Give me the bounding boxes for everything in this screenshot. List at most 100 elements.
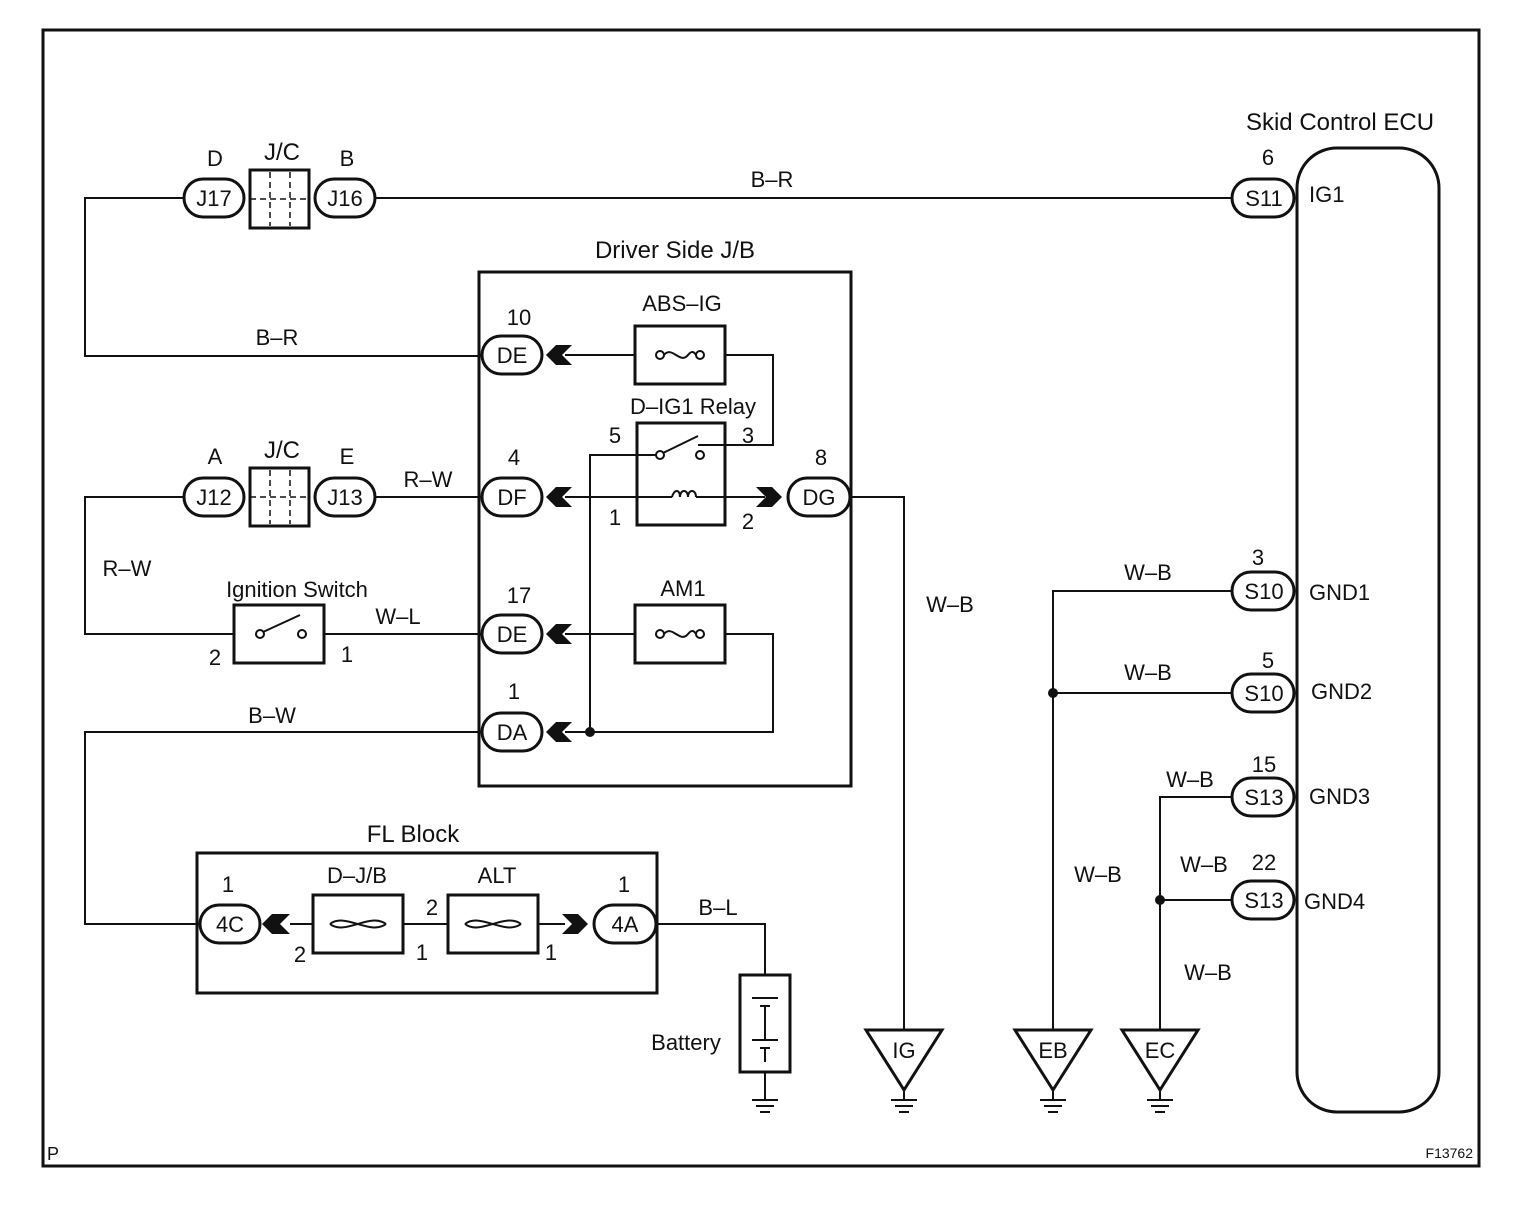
c4a-code: 4A	[612, 912, 639, 937]
ignition-switch-body	[232, 603, 326, 665]
c4a-terminal	[562, 914, 588, 934]
connector-df-4: 4 DF	[480, 445, 572, 518]
relay-pin-1: 1	[609, 505, 621, 530]
c4c-terminal	[262, 914, 290, 934]
wire-dg-ig-ground	[850, 496, 905, 1030]
wire-4a-battery	[656, 923, 766, 975]
fuse-abs-ig: ABS–IG	[633, 291, 727, 386]
wire-am1-da	[565, 633, 774, 733]
df4-body	[480, 476, 544, 518]
abs-ig-body	[633, 324, 727, 386]
ground-ig: IG	[863, 1028, 945, 1113]
s10-gnd1-pin: 3	[1252, 545, 1264, 570]
wire-j13-df-label: R–W	[404, 467, 453, 492]
relay-pin-5: 5	[609, 423, 621, 448]
ecu-title: Skid Control ECU	[1246, 109, 1434, 136]
dg8-pin: 8	[815, 445, 827, 470]
s10-gnd1-body	[1230, 570, 1296, 612]
fusible-link-alt: ALT 2 1	[426, 863, 557, 965]
driver-side-jb: Driver Side J/B	[477, 237, 853, 788]
ground-eb-label: EB	[1038, 1038, 1067, 1063]
wire-ec-wb-label: W–B	[1184, 960, 1232, 985]
battery: Battery	[651, 973, 792, 1113]
junction-connector-top: J/C D B J17 J16	[182, 139, 377, 230]
alt-label: ALT	[478, 863, 517, 888]
s11-body	[1230, 177, 1296, 219]
dg8-code: DG	[803, 485, 836, 510]
c4c-body	[198, 903, 262, 945]
wire-gnd1-eb	[1052, 590, 1232, 1030]
jc-top-title: J/C	[264, 139, 300, 166]
s10-gnd1-signal: GND1	[1309, 580, 1370, 605]
s13-gnd4-code: S13	[1244, 888, 1283, 913]
df4-code: DF	[497, 485, 526, 510]
wire-absig-relay3	[698, 354, 774, 446]
s10-gnd2-pin: 5	[1262, 648, 1274, 673]
wire-ig-wb-label: W–B	[926, 592, 974, 617]
connector-de-17: 17 DE	[480, 583, 572, 655]
s11-code: S11	[1245, 186, 1283, 211]
fuse-am1: AM1	[633, 576, 727, 665]
connector-s11: 6 S11 IG1	[1230, 145, 1344, 219]
connector-s10-gnd1: 3 S10 GND1	[1230, 545, 1370, 612]
connector-j12-label: J12	[196, 485, 231, 510]
ignition-switch: Ignition Switch 2 1	[209, 577, 368, 670]
df4-pin: 4	[508, 445, 520, 470]
fl-block-title: FL Block	[367, 821, 460, 848]
s13-gnd3-code: S13	[1244, 785, 1283, 810]
wire-ign-wl-label: W–L	[375, 604, 420, 629]
s13-gnd4-signal: GND4	[1304, 889, 1365, 914]
ignition-switch-label: Ignition Switch	[226, 577, 368, 602]
dj-b-pin-1: 1	[416, 940, 428, 965]
diagram-frame	[41, 28, 1481, 1168]
skid-control-ecu: Skid Control ECU	[1246, 109, 1441, 1114]
de17-body	[480, 613, 544, 655]
da1-code: DA	[497, 720, 528, 745]
s10-gnd2-code: S10	[1244, 681, 1283, 706]
alt-pin-2: 2	[426, 895, 438, 920]
ignition-pin-2: 2	[209, 645, 221, 670]
da1-pin: 1	[508, 679, 520, 704]
s13-gnd3-pin: 15	[1252, 752, 1276, 777]
df4-terminal	[546, 487, 572, 507]
wire-gnd3-wb-label: W–B	[1166, 767, 1214, 792]
c4c-code: 4C	[216, 912, 244, 937]
driver-jb-box	[477, 270, 853, 788]
am1-label: AM1	[660, 576, 705, 601]
de17-terminal	[546, 624, 572, 644]
wire-gnd2-wb-label: W–B	[1124, 660, 1172, 685]
ecu-body	[1295, 146, 1441, 1114]
corner-mark: P	[47, 1144, 59, 1164]
s11-pin: 6	[1262, 145, 1274, 170]
connector-s13-gnd3: 15 S13 GND3	[1230, 752, 1370, 818]
s10-gnd1-code: S10	[1244, 579, 1283, 604]
ignition-pin-1: 1	[341, 642, 353, 667]
wire-gnd1-wb-label: W–B	[1124, 560, 1172, 585]
connector-s13-gnd4: 22 S13 GND4	[1230, 850, 1365, 921]
connector-4a: 1 4A	[562, 872, 658, 945]
relay-pin-3: 3	[742, 423, 754, 448]
relay-pin-2: 2	[742, 509, 754, 534]
s10-gnd2-signal: GND2	[1311, 679, 1372, 704]
dj-b-label: D–J/B	[327, 863, 387, 888]
dj-b-pin-2: 2	[294, 942, 306, 967]
am1-body	[633, 603, 727, 665]
connector-j17-label: J17	[196, 186, 231, 211]
de17-pin: 17	[507, 583, 531, 608]
c4a-pin: 1	[618, 872, 630, 897]
battery-label: Battery	[651, 1030, 721, 1055]
da1-terminal	[546, 722, 572, 742]
de10-pin: 10	[507, 305, 531, 330]
wire-left-rw-label: R–W	[103, 556, 152, 581]
connector-j13-label: J13	[327, 485, 362, 510]
abs-ig-label: ABS–IG	[642, 291, 721, 316]
s10-gnd2-body	[1230, 672, 1296, 714]
splice-da	[585, 727, 595, 737]
de17-code: DE	[497, 622, 528, 647]
jc-top-letter-b: B	[340, 146, 355, 171]
s13-gnd4-pin: 22	[1252, 850, 1276, 875]
dg8-terminal	[756, 487, 782, 507]
relay-label: D–IG1 Relay	[630, 394, 756, 419]
jc-mid-letter-e: E	[340, 444, 355, 469]
